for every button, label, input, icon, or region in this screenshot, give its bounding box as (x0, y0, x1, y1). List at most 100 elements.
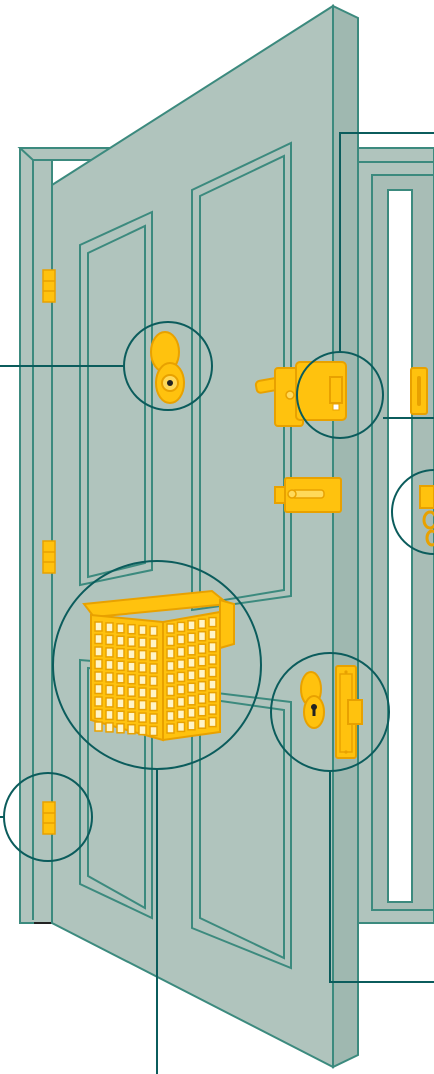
cage-cell (209, 680, 216, 689)
cage-cell (209, 705, 216, 714)
cage-cell (117, 699, 124, 708)
cage-cell (139, 701, 146, 710)
cage-cell (188, 633, 195, 642)
cage-cell (178, 697, 185, 706)
cage-cell (167, 637, 174, 646)
hinge-icon (43, 541, 55, 573)
cage-cell (128, 687, 135, 696)
cage-cell (167, 662, 174, 671)
cage-cell (117, 649, 124, 658)
cage-cell (199, 669, 206, 678)
cage-cell (95, 697, 102, 706)
cage-cell (150, 664, 157, 673)
cage-cell (139, 651, 146, 660)
cage-cell (188, 696, 195, 705)
cage-cell (150, 652, 157, 661)
cage-cell (117, 661, 124, 670)
cage-cell (199, 644, 206, 653)
cage-cell (139, 688, 146, 697)
cage-cell (128, 725, 135, 734)
cage-cell (117, 686, 124, 695)
cage-cell (95, 622, 102, 631)
cage-cell (139, 713, 146, 722)
cage-cell (178, 672, 185, 681)
cage-cell (150, 627, 157, 636)
cage-cell (106, 723, 113, 732)
cage-cell (139, 676, 146, 685)
cage-cell (95, 672, 102, 681)
cage-cell (106, 648, 113, 657)
cage-cell (199, 719, 206, 728)
cage-cell (128, 662, 135, 671)
cage-cell (117, 674, 124, 683)
cage-cell (95, 722, 102, 731)
cage-cell (150, 639, 157, 648)
cage-cell (139, 626, 146, 635)
cage-cell (178, 647, 185, 656)
cage-cell (117, 636, 124, 645)
cage-cell (178, 622, 185, 631)
cage-cell (167, 687, 174, 696)
cage-cell (106, 710, 113, 719)
cage-cell (209, 693, 216, 702)
hinge-icon (43, 802, 55, 834)
cage-cell (106, 685, 113, 694)
cage-cell (209, 643, 216, 652)
keep-icon (411, 368, 427, 414)
cage-cell (139, 638, 146, 647)
cage-cell (188, 671, 195, 680)
cage-cell (106, 635, 113, 644)
hinge-icon (43, 270, 55, 302)
cage-cell (188, 621, 195, 630)
cage-cell (95, 635, 102, 644)
cage-cell (117, 624, 124, 633)
cage-cell (178, 722, 185, 731)
cage-cell (117, 724, 124, 733)
cage-cell (106, 623, 113, 632)
cage-cell (128, 637, 135, 646)
cage-cell (209, 668, 216, 677)
cage-cell (188, 646, 195, 655)
cage-cell (95, 647, 102, 656)
cage-cell (199, 694, 206, 703)
cage-cell (117, 711, 124, 720)
cage-cell (167, 674, 174, 683)
cage-cell (106, 660, 113, 669)
cage-cell (209, 718, 216, 727)
cage-cell (178, 710, 185, 719)
cage-cell (95, 710, 102, 719)
cage-cell (167, 699, 174, 708)
barrel-bolt-icon (275, 478, 341, 512)
cage-cell (199, 619, 206, 628)
cage-cell (150, 689, 157, 698)
cage-cell (106, 698, 113, 707)
cage-cell (167, 712, 174, 721)
cage-cell (178, 685, 185, 694)
cage-cell (128, 625, 135, 634)
cage-cell (209, 655, 216, 664)
cage-cell (209, 630, 216, 639)
cage-cell (178, 660, 185, 669)
cage-cell (128, 700, 135, 709)
cage-cell (95, 660, 102, 669)
cage-cell (167, 724, 174, 733)
cage-cell (167, 649, 174, 658)
cage-cell (95, 685, 102, 694)
door-edge (333, 6, 358, 1067)
cage-cell (150, 727, 157, 736)
cage-cell (188, 708, 195, 717)
cage-cell (167, 624, 174, 633)
cage-cell (106, 673, 113, 682)
cage-cell (150, 677, 157, 686)
cage-cell (188, 683, 195, 692)
cage-cell (128, 712, 135, 721)
cage-cell (128, 650, 135, 659)
cage-cell (139, 726, 146, 735)
cage-cell (128, 675, 135, 684)
cage-cell (139, 663, 146, 672)
cage-cell (188, 721, 195, 730)
cage-cell (199, 707, 206, 716)
cage-cell (178, 635, 185, 644)
